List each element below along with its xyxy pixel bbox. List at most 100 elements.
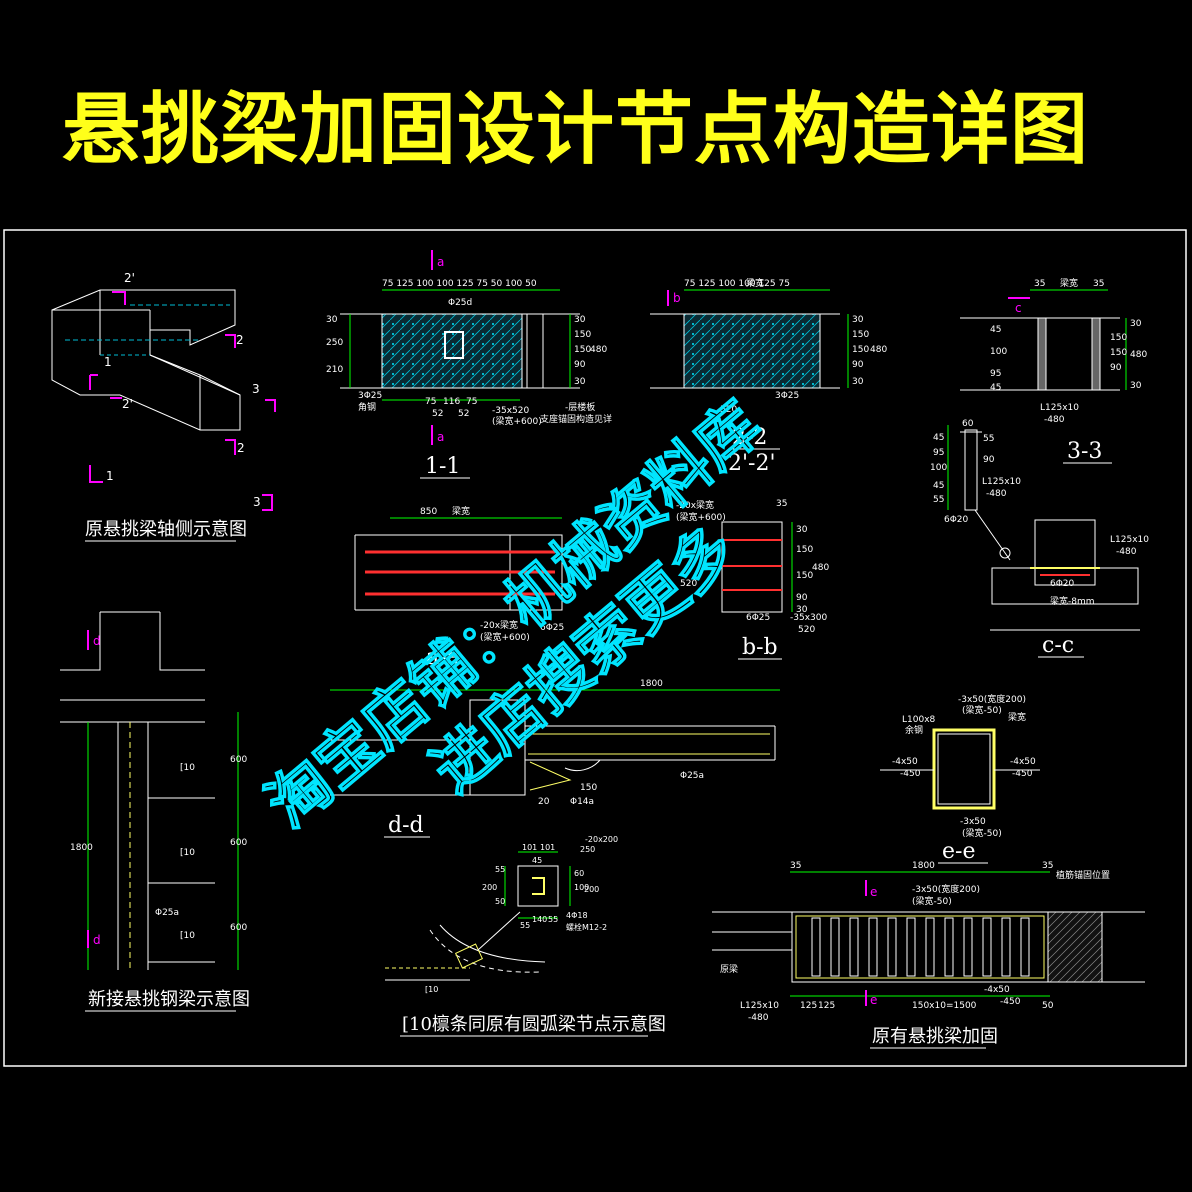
s11-mark-a-bottom: a (437, 430, 444, 444)
rf-note-3: 原梁 (720, 963, 738, 975)
cc-note-0: L125x10 (1110, 535, 1149, 545)
pn-dim-11: 140 (532, 915, 547, 924)
s11-bottom-dim-2: 75 (466, 397, 477, 407)
ee-note-9: -3x50 (960, 817, 986, 827)
dd-dim-1: 150 (580, 783, 597, 793)
aa-caption: a-a (426, 645, 460, 670)
side-detail (947, 425, 1011, 561)
nc-dim-0: 1800 (70, 843, 93, 853)
s22-right-dim-0: 30 (852, 315, 864, 325)
ee-note-2: -3x50(宽度200) (958, 693, 1026, 705)
section-1-1-text: 75 125 100 100 125 75 50 100 50 a a 30 2… (326, 255, 612, 444)
s33-top-dim-2: 35 (1093, 279, 1104, 289)
axis-sketch-view (51, 289, 241, 431)
mark-1b: 1 (106, 469, 114, 483)
s22-top-dims: 75 125 100 100 125 75 (684, 279, 790, 289)
bb-note-2: 35 (776, 499, 787, 509)
ee-note-7: -4x50 (1010, 757, 1036, 767)
rf-note-0: -3x50(宽度200) (912, 883, 980, 895)
pn-dim-2: -20x200 (585, 835, 618, 844)
rf-dim-3: 125 (818, 1001, 835, 1011)
aa-note-1: 梁宽 (452, 505, 470, 517)
aa-note-4: 6Φ25 (540, 623, 564, 633)
pn-dim-3: 250 (580, 845, 595, 854)
s33-left-dim-0: 45 (990, 325, 1001, 335)
pn-dim-4: 45 (532, 856, 542, 865)
s11-mark-a-top: a (437, 255, 444, 269)
s11-left-dim-0: 30 (326, 315, 338, 325)
s33-right-dim-1: 150 (1110, 333, 1127, 343)
rf-dim-4: 150x10=1500 (912, 1001, 977, 1011)
mark-1: 1 (104, 355, 112, 369)
section-e-e (880, 728, 1040, 810)
batten-plate (1020, 917, 1030, 977)
section-1-1 (340, 250, 580, 445)
rf-note-1: (梁宽-50) (912, 895, 952, 907)
s22-right-dim-5: 30 (852, 377, 864, 387)
section-b-b-text: -20x梁宽 (梁宽+600) 35 480 520 -35x300 520 6… (676, 499, 829, 635)
purlin-node-caption: [10檩条同原有圆弧梁节点示意图 (402, 1014, 666, 1035)
new-cantilever-text: d d 1800 600 600 600 [10 [10 [10 Φ25a (70, 634, 247, 947)
pn-dim-14: 4Φ18 (566, 911, 588, 920)
mark-2p: 2' (122, 397, 133, 411)
s33-right-dim-0: 30 (1130, 319, 1142, 329)
ee-note-6: -450 (900, 769, 921, 779)
nc-mark-d-bottom: d (93, 933, 101, 947)
rf-note-4: L125x10 (740, 1001, 779, 1011)
bb-note-7: 6Φ25 (746, 613, 770, 623)
dd-dim-0: 1800 (640, 679, 663, 689)
mark-2b: 2 (237, 441, 245, 455)
s11-note-6: 支座锚固构造见详 (540, 413, 612, 425)
s11-left-dim-2: 210 (326, 365, 343, 375)
s33-left-dim-3: 45 (990, 383, 1001, 393)
rf-mark-e-top: e (870, 885, 877, 899)
s11-note-3: -35x520 (492, 406, 529, 416)
section-a-a-text: 850 梁宽 -20x梁宽 (梁宽+600) 6Φ25 (420, 505, 564, 643)
s33-right-dim-5: 30 (1130, 381, 1142, 391)
nc-label-0: [10 (180, 763, 195, 773)
s22-note-2: 520 (720, 405, 737, 415)
detail-dim-6: 45 (933, 481, 944, 491)
section-3-3 (960, 289, 1127, 391)
cc-caption: c-c (1042, 633, 1074, 658)
s22-note-1: 3Φ25 (775, 391, 799, 401)
batten-plate (925, 917, 935, 977)
nc-dim-3: 600 (230, 923, 247, 933)
s33-note-0: L125x10 (1040, 403, 1079, 413)
s11-right-dim-0: 30 (574, 315, 586, 325)
aa-note-3: (梁宽+600) (480, 631, 530, 643)
s33-mark-c: c (1015, 301, 1022, 315)
s11-bottom-dim-1: 116 (443, 397, 460, 407)
section-d-d (330, 689, 780, 796)
s33-top-dim-0: 35 (1034, 279, 1045, 289)
detail-note-1: -480 (986, 489, 1007, 499)
pn-dim-9: 50 (495, 897, 505, 906)
s33-top-dim-1: 梁宽 (1060, 277, 1078, 289)
pn-dim-6: 60 (574, 869, 584, 878)
nc-label-1: [10 (180, 848, 195, 858)
ee-note-5: -4x50 (892, 757, 918, 767)
new-cantilever-view (60, 611, 239, 970)
pn-dim-0: 101 (522, 843, 537, 852)
ee-note-10: (梁宽-50) (962, 827, 1002, 839)
batten-plate (944, 917, 954, 977)
dd-dim-2: 20 (538, 797, 550, 807)
pn-dim-12: 55 (548, 915, 558, 924)
s22-right-dim-3: 90 (852, 360, 864, 370)
bb-note-0: -20x梁宽 (676, 499, 714, 511)
dd-dim-3: Φ14a (570, 797, 594, 807)
rf-note-7: -450 (1000, 997, 1021, 1007)
nc-label-2: [10 (180, 931, 195, 941)
s33-left-dim-1: 100 (990, 347, 1007, 357)
section-3-3-text: c 35 梁宽 35 45 100 95 45 30 150 150 90 48… (990, 277, 1147, 425)
ee-note-0: L100x8 (902, 715, 936, 725)
mark-3: 3 (252, 382, 260, 396)
reinforcement-ribs (811, 917, 1030, 977)
bb-right-dim-0: 30 (796, 525, 808, 535)
bb-right-dim-3: 90 (796, 593, 808, 603)
cc-note-1: -480 (1116, 547, 1137, 557)
rf-mark-e-bottom: e (870, 993, 877, 1007)
bb-caption: b-b (742, 635, 778, 660)
s11-note-1: 3Φ25 (358, 391, 382, 401)
